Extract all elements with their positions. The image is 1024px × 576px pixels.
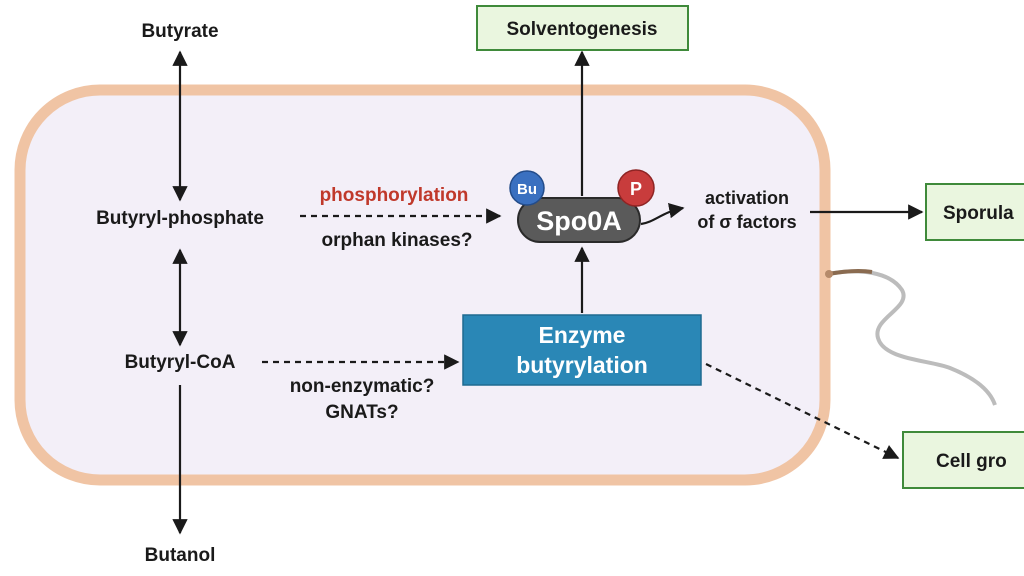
enzyme-butyrylation-box — [462, 314, 702, 386]
enzyme-box-line2: butyrylation — [516, 352, 648, 378]
metabolite-butyryl-coa: Butyryl-CoA — [125, 352, 236, 373]
p-badge — [617, 169, 655, 207]
label-non-enzymatic: non-enzymatic? — [290, 376, 435, 397]
flagellum-base — [825, 270, 833, 278]
label-orphan-kinases: orphan kinases? — [322, 230, 473, 251]
flagellum — [827, 269, 997, 406]
outcome-cell-growth — [902, 431, 1024, 489]
enzyme-box-line1: Enzyme — [539, 322, 626, 348]
bu-badge-label: Bu — [517, 181, 537, 198]
metabolite-butyrate: Butyrate — [141, 21, 218, 42]
spo0a-protein — [517, 197, 641, 243]
outcome-sporulation-label: Sporula — [943, 203, 1014, 224]
label-gnats: GNATs? — [325, 402, 398, 423]
label-phosphorylation: phosphorylation — [320, 185, 469, 206]
p-badge-label: P — [630, 179, 642, 199]
metabolite-butyryl-phosphate: Butyryl-phosphate — [96, 208, 264, 229]
cell-membrane — [14, 84, 831, 486]
metabolite-butanol: Butanol — [145, 545, 216, 566]
outcome-cell-growth-label: Cell gro — [936, 451, 1007, 472]
label-activation: activation — [705, 188, 789, 208]
outcome-solventogenesis — [476, 5, 689, 51]
outcome-sporulation — [925, 183, 1024, 241]
outcome-solventogenesis-label: Solventogenesis — [507, 19, 658, 40]
spo0a-label: Spo0A — [536, 206, 622, 236]
arrow-spo0a-to-activation — [640, 203, 685, 226]
bu-badge — [509, 170, 545, 206]
label-sigma-factors: of σ factors — [697, 212, 796, 232]
arrow-enzyme-to-cell-growth — [705, 363, 900, 459]
